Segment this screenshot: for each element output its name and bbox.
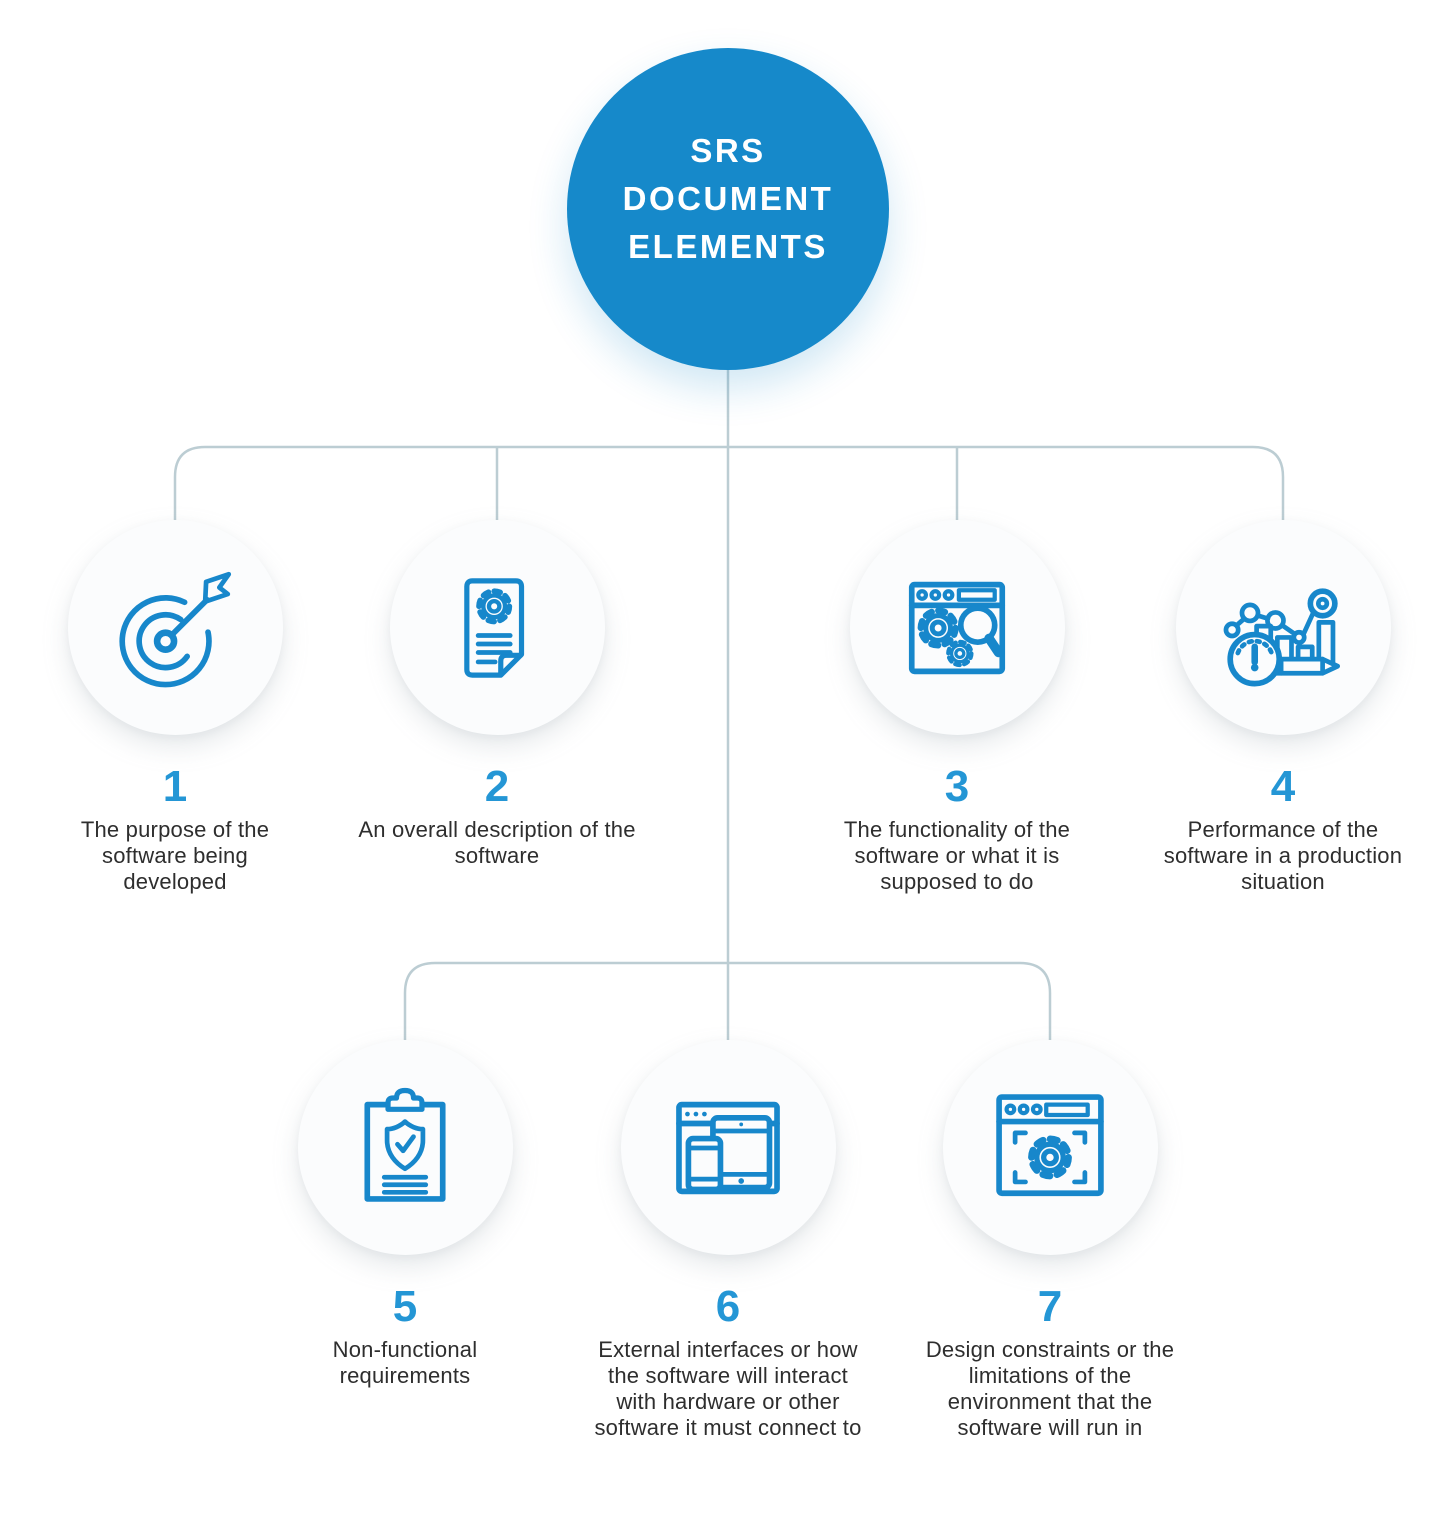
document-gear-icon — [464, 577, 525, 678]
icon-circle — [849, 520, 1065, 735]
browser-gear-settings-icon — [996, 1093, 1104, 1196]
element-item-2: 2 An overall description of the software — [327, 520, 667, 869]
title-line-2: DOCUMENT — [622, 180, 834, 217]
item-label: An overall description of the software — [358, 817, 636, 868]
element-item-6: 6 External interfaces or how the softwar… — [558, 1040, 898, 1441]
icon-circle — [67, 520, 283, 735]
element-item-7: 7 Design constraints or the limitations … — [880, 1040, 1220, 1441]
clipboard-shield-check-icon — [364, 1087, 446, 1202]
icon-circle — [1175, 520, 1391, 735]
title-circle: SRS DOCUMENT ELEMENTS — [567, 48, 889, 370]
item-number: 2 — [484, 762, 510, 811]
performance-chart-gauge-icon — [1223, 587, 1341, 686]
element-item-4: 4 Performance of the software in a produ… — [1113, 520, 1453, 895]
title-line-1: SRS — [690, 132, 766, 169]
item-number: 4 — [1270, 762, 1296, 811]
icon-circle — [942, 1040, 1158, 1255]
target-arrow-icon — [119, 571, 232, 687]
title-line-3: ELEMENTS — [628, 228, 828, 265]
item-number: 3 — [944, 762, 970, 811]
item-label: The purpose of the software being develo… — [80, 817, 270, 894]
item-label: The functionality of the software or wha… — [843, 817, 1071, 894]
responsive-devices-icon — [676, 1101, 780, 1194]
item-label: Performance of the software in a product… — [1163, 817, 1403, 894]
item-label: Design constraints or the limitations of… — [925, 1337, 1175, 1440]
icon-circle — [389, 520, 605, 735]
element-item-3: 3 The functionality of the software or w… — [787, 520, 1127, 895]
item-label: Non-functional requirements — [332, 1337, 478, 1388]
icon-circle — [297, 1040, 513, 1255]
item-number: 1 — [162, 762, 188, 811]
item-number: 6 — [715, 1282, 741, 1331]
element-item-5: 5 Non-functional requirements — [235, 1040, 575, 1389]
item-label: External interfaces or how the software … — [594, 1337, 862, 1440]
item-number: 7 — [1037, 1282, 1063, 1331]
browser-gears-magnifier-icon — [908, 581, 1006, 674]
icon-circle — [620, 1040, 836, 1255]
element-item-1: 1 The purpose of the software being deve… — [5, 520, 345, 895]
item-number: 5 — [392, 1282, 418, 1331]
